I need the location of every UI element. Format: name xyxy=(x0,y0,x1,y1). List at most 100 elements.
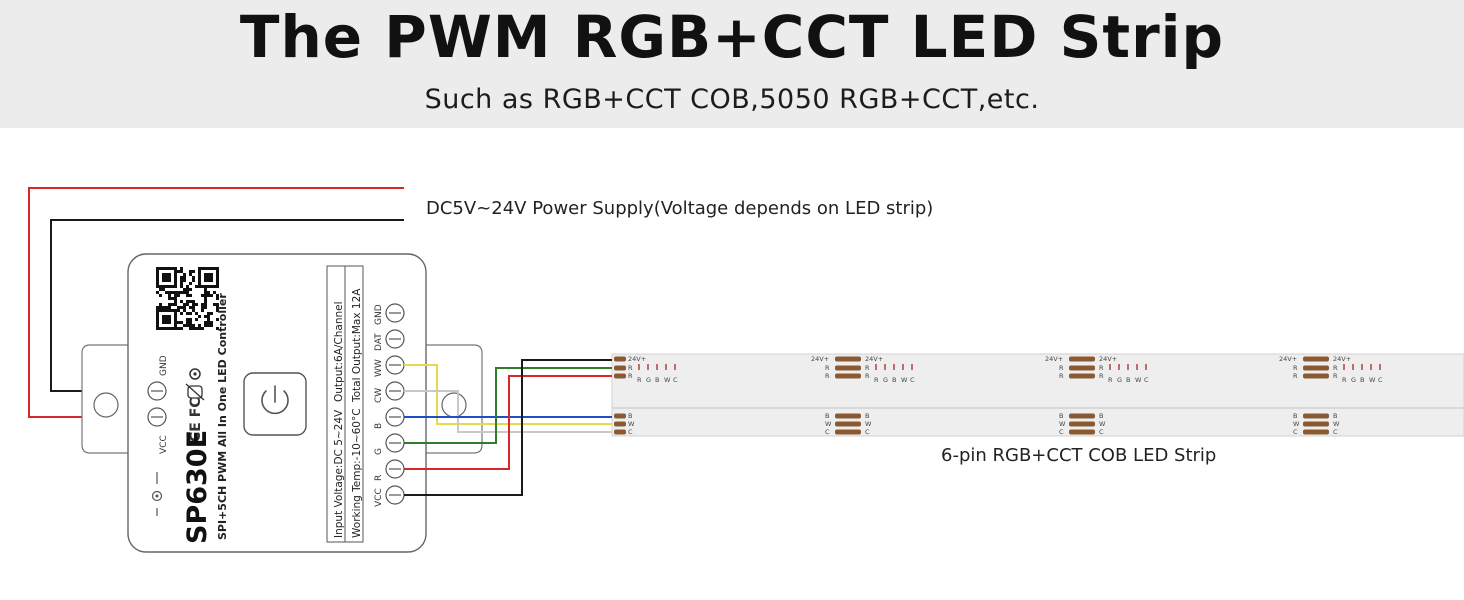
qr-module xyxy=(165,315,168,318)
qr-module xyxy=(168,276,171,279)
weee-icon xyxy=(185,383,205,401)
qr-module xyxy=(156,321,159,324)
qr-module xyxy=(207,291,210,294)
qr-module xyxy=(198,282,201,285)
qr-module xyxy=(207,276,210,279)
qr-module xyxy=(180,285,183,288)
terminal-label: CW xyxy=(374,388,384,403)
qr-module xyxy=(216,267,219,270)
qr-module xyxy=(156,318,159,321)
qr-module xyxy=(207,273,210,276)
qr-module xyxy=(174,312,177,315)
qr-module xyxy=(168,267,171,270)
terminal-label: DAT xyxy=(374,333,384,351)
channel-label: W xyxy=(1369,376,1376,384)
qr-module xyxy=(171,285,174,288)
qr-module xyxy=(174,297,177,300)
qr-module xyxy=(171,309,174,312)
qr-module xyxy=(162,285,165,288)
qr-module xyxy=(207,285,210,288)
qr-module xyxy=(186,324,189,327)
solder-pad xyxy=(1069,413,1095,419)
terminal-label: G xyxy=(374,448,384,455)
pad-label-24v: 24V+ xyxy=(865,355,883,363)
qr-module xyxy=(210,279,213,282)
solder-pad xyxy=(1303,373,1329,379)
chip-mark xyxy=(875,364,877,370)
qr-module xyxy=(174,300,177,303)
qr-module xyxy=(168,309,171,312)
qr-module xyxy=(180,276,183,279)
qr-module xyxy=(186,300,189,303)
channel-label: G xyxy=(883,376,888,384)
pad-label-r-left: R xyxy=(825,364,830,372)
qr-module xyxy=(201,267,204,270)
chip-mark xyxy=(1370,364,1372,370)
qr-module xyxy=(210,294,213,297)
g-green-wire xyxy=(404,367,612,444)
mount-hole-right xyxy=(441,392,467,418)
controller-button[interactable] xyxy=(243,372,307,436)
qr-module xyxy=(207,294,210,297)
channel-label: B xyxy=(892,376,896,384)
qr-module xyxy=(156,315,159,318)
qr-module xyxy=(201,303,204,306)
qr-module xyxy=(174,282,177,285)
pad-label-r: R xyxy=(1099,364,1104,372)
pad-label-bottom: C xyxy=(865,428,870,436)
channel-label: G xyxy=(646,376,651,384)
chip-mark xyxy=(674,364,676,370)
qr-module xyxy=(156,291,159,294)
pad-label-bottom-left: W xyxy=(825,420,832,428)
power-icon xyxy=(261,390,289,415)
qr-module xyxy=(174,318,177,321)
chip-mark xyxy=(1352,364,1354,370)
qr-module xyxy=(207,312,210,315)
solder-pad xyxy=(835,413,861,419)
qr-module xyxy=(180,270,183,273)
qr-module xyxy=(213,303,216,306)
terminal-r: R xyxy=(374,459,405,481)
qr-module xyxy=(168,294,171,297)
solder-pad xyxy=(835,429,861,435)
controller-description: SPI+5CH PWM All In One LED Controller xyxy=(216,293,229,540)
qr-module xyxy=(156,285,159,288)
qr-module xyxy=(189,270,192,273)
recycle-icon xyxy=(189,368,201,380)
qr-module xyxy=(186,318,189,321)
chip-mark xyxy=(884,364,886,370)
qr-module xyxy=(189,306,192,309)
qr-code-icon xyxy=(156,267,219,330)
channel-label: R xyxy=(1108,376,1113,384)
channel-label: R xyxy=(637,376,642,384)
spec-table: Input Voltage:DC 5~24V Output:6A/Channel… xyxy=(326,265,364,543)
qr-module xyxy=(210,324,213,327)
qr-module xyxy=(174,285,177,288)
qr-module xyxy=(183,279,186,282)
solder-pad xyxy=(614,365,626,371)
qr-module xyxy=(204,285,207,288)
qr-module xyxy=(189,282,192,285)
pad-label-bottom-left: W xyxy=(1293,420,1300,428)
qr-module xyxy=(165,273,168,276)
qr-module xyxy=(156,273,159,276)
solder-pad xyxy=(614,429,626,435)
qr-module xyxy=(180,300,183,303)
terminal-label: VCC xyxy=(374,488,384,507)
qr-module xyxy=(189,294,192,297)
qr-module xyxy=(168,297,171,300)
pad-label-24v: 24V+ xyxy=(1099,355,1117,363)
qr-module xyxy=(210,276,213,279)
qr-module xyxy=(165,321,168,324)
qr-module xyxy=(195,285,198,288)
channel-label: W xyxy=(664,376,671,384)
qr-module xyxy=(168,291,171,294)
qr-module xyxy=(198,324,201,327)
terminal-label: B xyxy=(374,423,384,429)
qr-module xyxy=(207,267,210,270)
pad-label-r-left: R xyxy=(1293,364,1298,372)
qr-module xyxy=(180,291,183,294)
dc-polarity-icon xyxy=(151,472,163,516)
qr-module xyxy=(159,267,162,270)
